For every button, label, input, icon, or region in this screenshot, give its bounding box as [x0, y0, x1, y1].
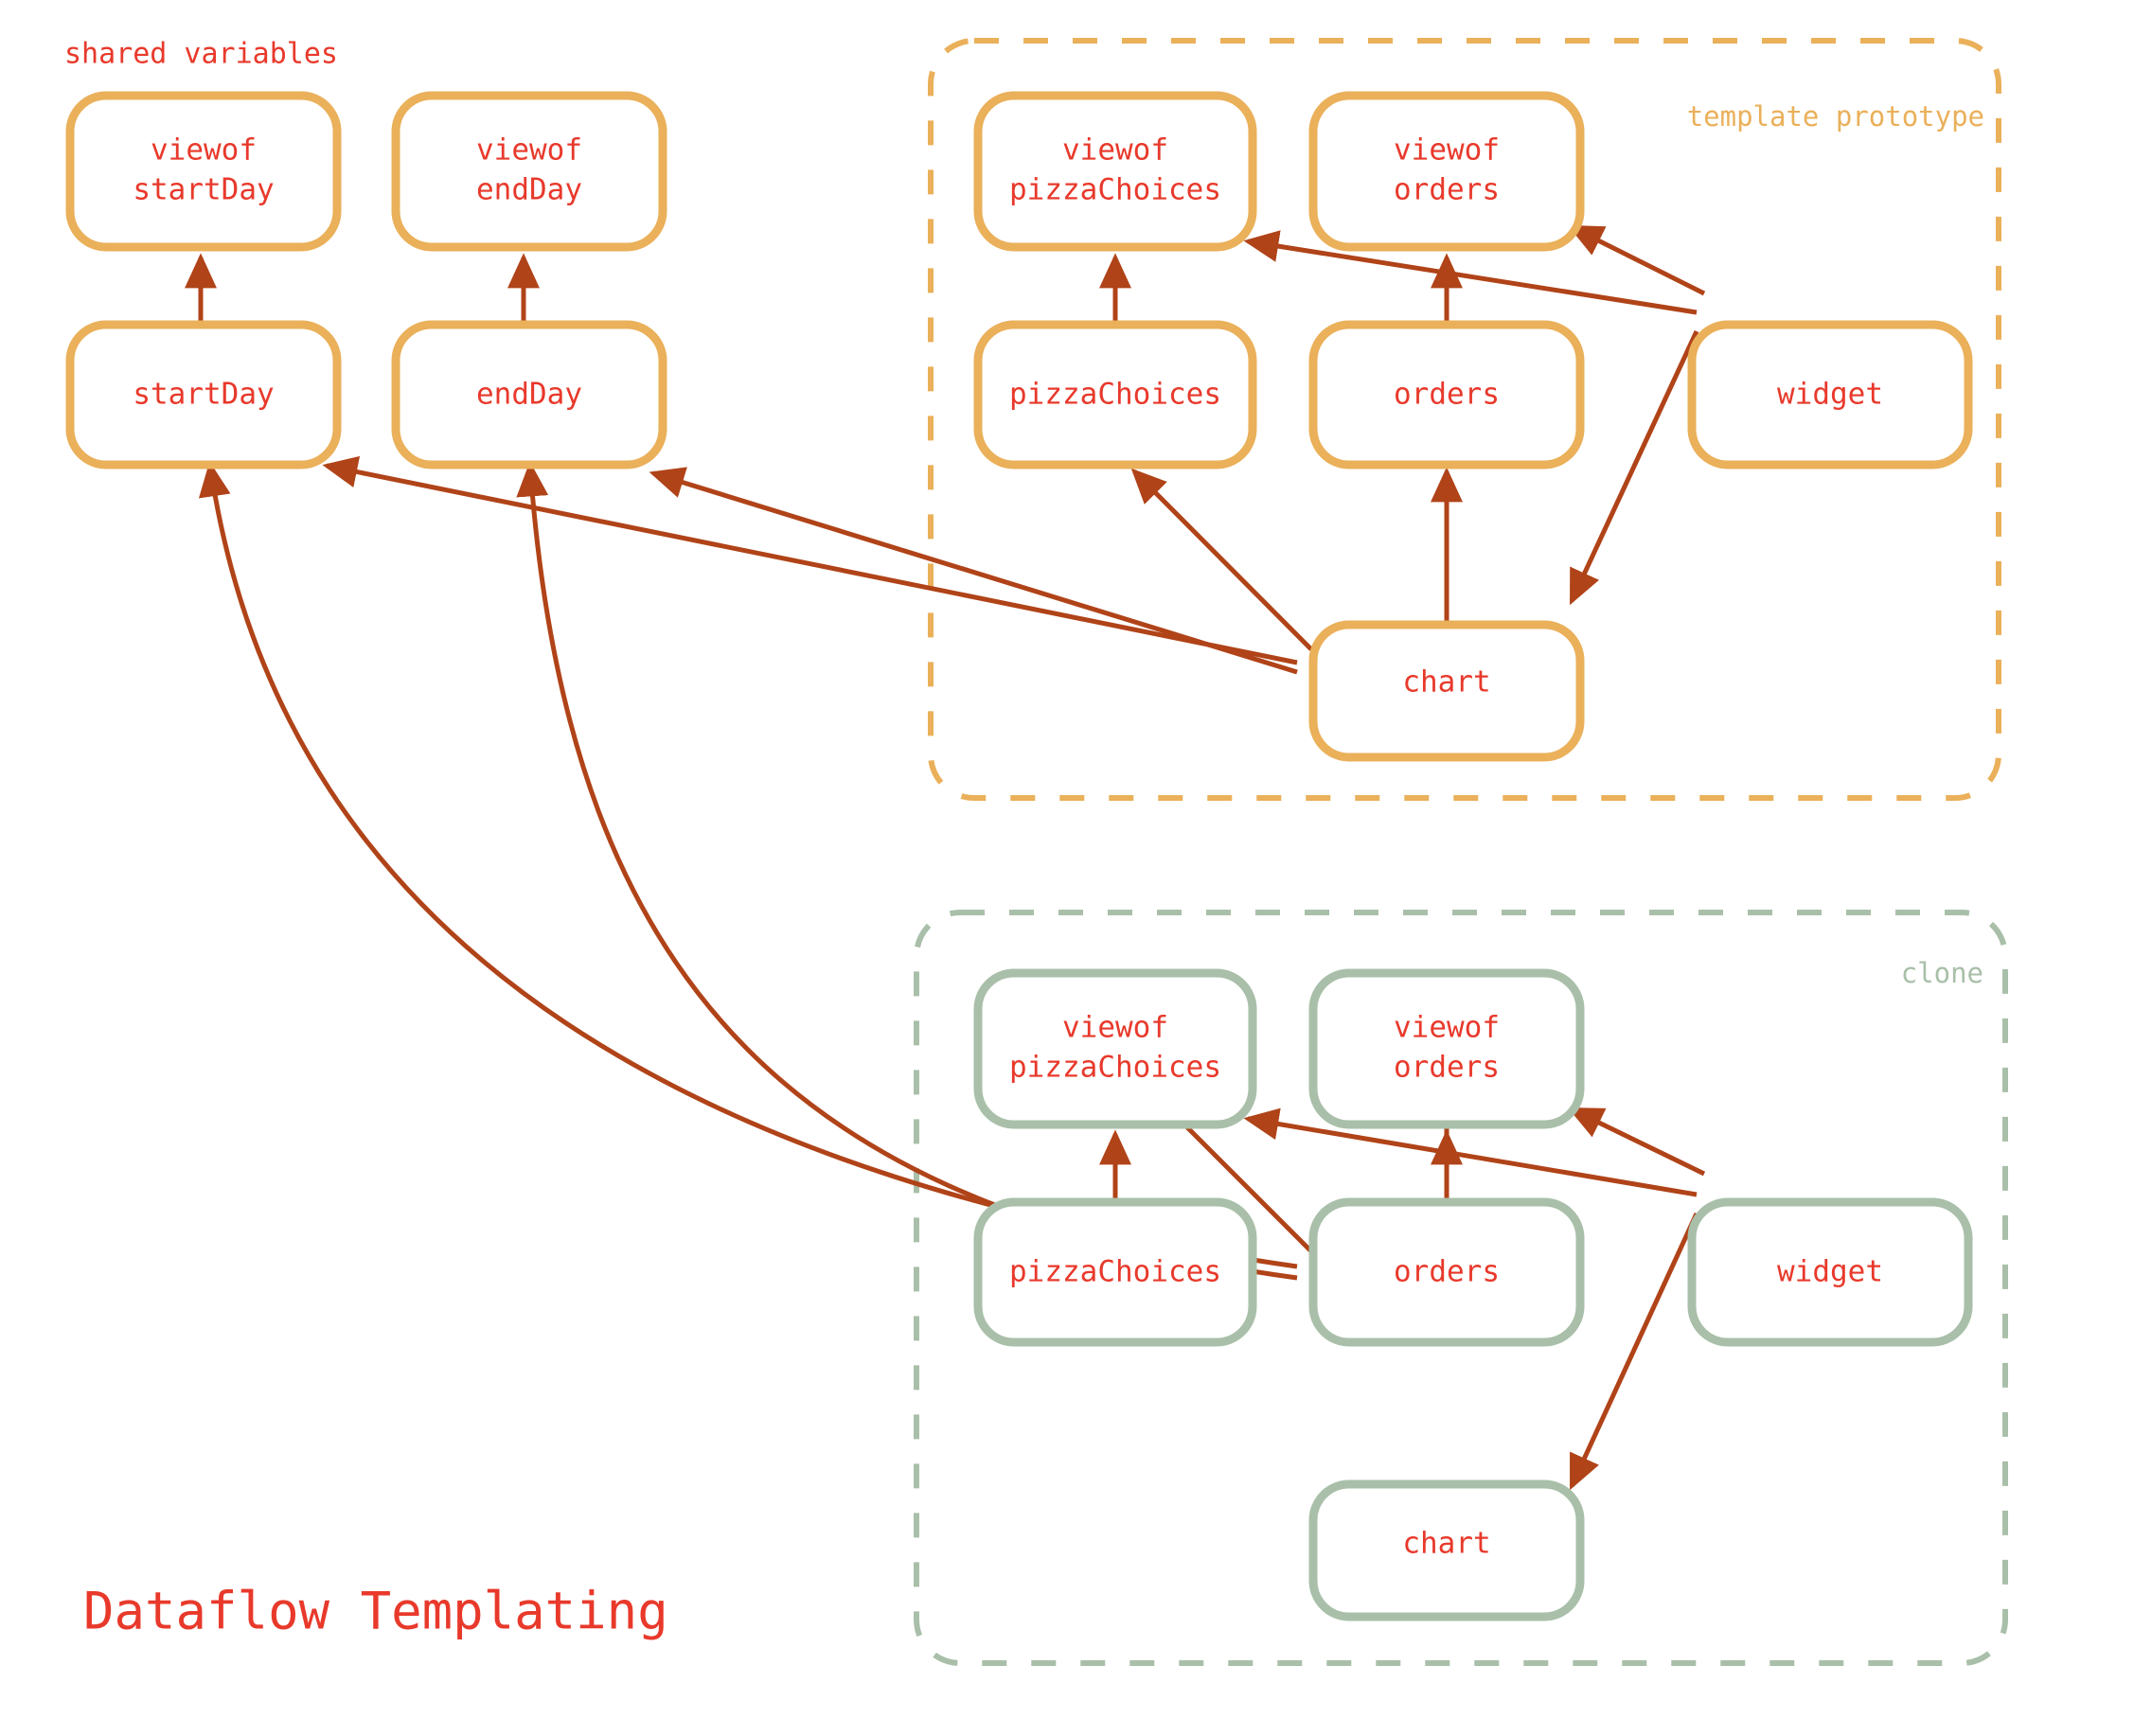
template-prototype-label: template prototype — [1687, 100, 1984, 133]
edge-tpl-widget-to-tpl-viewof-orders — [1567, 224, 1706, 296]
edge-cln-widget-to-cln-viewof-orders — [1567, 1107, 1706, 1177]
node-viewof-endDay-line2: endDay — [476, 173, 582, 207]
edge-tpl-chart-to-startDay — [322, 455, 1298, 665]
node-cln-chart[interactable]: chart — [1308, 1479, 1585, 1621]
node-tpl-viewof-pizzaChoices-line1: viewof — [1062, 133, 1168, 168]
node-layer: viewof startDay viewof endDay startDay e… — [65, 91, 1973, 1621]
node-cln-viewof-pizzaChoices[interactable]: viewof pizzaChoices — [973, 968, 1257, 1129]
node-viewof-startDay-box[interactable] — [65, 91, 342, 252]
node-cln-widget-label: widget — [1777, 1255, 1883, 1289]
edge-cln-chart-to-endDay — [516, 461, 1298, 1281]
node-tpl-pizzaChoices-label: pizzaChoices — [1009, 378, 1221, 412]
node-cln-viewof-pizzaChoices-box[interactable] — [973, 968, 1257, 1129]
clone-boundary — [914, 910, 2008, 1666]
node-tpl-orders-box[interactable] — [1308, 320, 1585, 469]
node-tpl-viewof-pizzaChoices-box[interactable] — [973, 91, 1257, 252]
edge-tpl-chart-to-endDay — [649, 467, 1298, 675]
node-cln-viewof-pizzaChoices-line2: pizzaChoices — [1009, 1051, 1221, 1085]
node-cln-widget-box[interactable] — [1687, 1197, 1973, 1347]
node-cln-orders[interactable]: orders — [1308, 1197, 1585, 1347]
node-viewof-startDay[interactable]: viewof startDay — [65, 91, 342, 252]
clone-label: clone — [1901, 957, 1983, 989]
node-cln-widget[interactable]: widget — [1687, 1197, 1973, 1347]
edge-cln-widget-to-cln-chart — [1569, 1212, 1699, 1491]
node-cln-viewof-orders-line2: orders — [1394, 1051, 1500, 1085]
node-viewof-endDay[interactable]: viewof endDay — [391, 91, 667, 252]
node-cln-orders-label: orders — [1394, 1255, 1500, 1289]
node-cln-pizzaChoices-box[interactable] — [973, 1197, 1257, 1347]
node-cln-pizzaChoices-label: pizzaChoices — [1009, 1255, 1221, 1289]
node-tpl-viewof-pizzaChoices[interactable]: viewof pizzaChoices — [973, 91, 1257, 252]
node-tpl-widget[interactable]: widget — [1687, 320, 1973, 469]
node-tpl-viewof-orders-line1: viewof — [1394, 133, 1500, 168]
node-cln-chart-box[interactable] — [1308, 1479, 1585, 1621]
node-startDay-box[interactable] — [65, 320, 342, 469]
node-tpl-viewof-orders-line2: orders — [1394, 173, 1500, 207]
node-tpl-viewof-pizzaChoices-line2: pizzaChoices — [1009, 173, 1221, 207]
node-tpl-viewof-orders[interactable]: viewof orders — [1308, 91, 1585, 252]
node-tpl-chart[interactable]: chart — [1308, 620, 1585, 762]
node-tpl-pizzaChoices[interactable]: pizzaChoices — [973, 320, 1257, 469]
node-endDay[interactable]: endDay — [391, 320, 667, 469]
node-tpl-orders[interactable]: orders — [1308, 320, 1585, 469]
node-startDay-label: startDay — [133, 378, 274, 412]
node-cln-viewof-orders[interactable]: viewof orders — [1308, 968, 1585, 1129]
node-cln-orders-box[interactable] — [1308, 1197, 1585, 1347]
group-template-prototype: template prototype — [928, 38, 2001, 801]
edge-tpl-widget-to-tpl-chart — [1569, 329, 1699, 606]
group-shared-variables: shared variables — [64, 38, 338, 71]
node-viewof-startDay-line2: startDay — [133, 173, 274, 207]
node-startDay[interactable]: startDay — [65, 320, 342, 469]
node-tpl-viewof-orders-box[interactable] — [1308, 91, 1585, 252]
edge-cln-chart-to-startDay — [198, 461, 1298, 1269]
node-viewof-endDay-box[interactable] — [391, 91, 667, 252]
node-cln-viewof-pizzaChoices-line1: viewof — [1062, 1011, 1168, 1045]
template-prototype-boundary — [928, 38, 2001, 801]
node-cln-chart-label: chart — [1402, 1527, 1490, 1561]
node-endDay-box[interactable] — [391, 320, 667, 469]
page-title: Dataflow Templating — [83, 1582, 668, 1641]
node-tpl-pizzaChoices-box[interactable] — [973, 320, 1257, 469]
node-cln-viewof-orders-line1: viewof — [1394, 1011, 1500, 1045]
node-viewof-startDay-line1: viewof — [151, 133, 257, 168]
node-tpl-chart-label: chart — [1402, 665, 1490, 700]
node-tpl-widget-label: widget — [1777, 378, 1883, 412]
node-cln-pizzaChoices[interactable]: pizzaChoices — [973, 1197, 1257, 1347]
edge-tpl-chart-to-tpl-pizzaChoices — [1130, 468, 1313, 651]
node-cln-viewof-orders-box[interactable] — [1308, 968, 1585, 1129]
node-tpl-widget-box[interactable] — [1687, 320, 1973, 469]
group-clone: clone — [914, 910, 2008, 1666]
shared-variables-label: shared variables — [64, 38, 338, 71]
node-viewof-endDay-line1: viewof — [476, 133, 582, 168]
edge-tpl-widget-to-tpl-viewof-pizzaChoices — [1243, 230, 1698, 315]
node-tpl-chart-box[interactable] — [1308, 620, 1585, 762]
node-tpl-orders-label: orders — [1394, 378, 1500, 412]
node-endDay-label: endDay — [476, 378, 582, 412]
edge-cln-widget-to-cln-viewof-pizzaChoices — [1243, 1107, 1698, 1197]
